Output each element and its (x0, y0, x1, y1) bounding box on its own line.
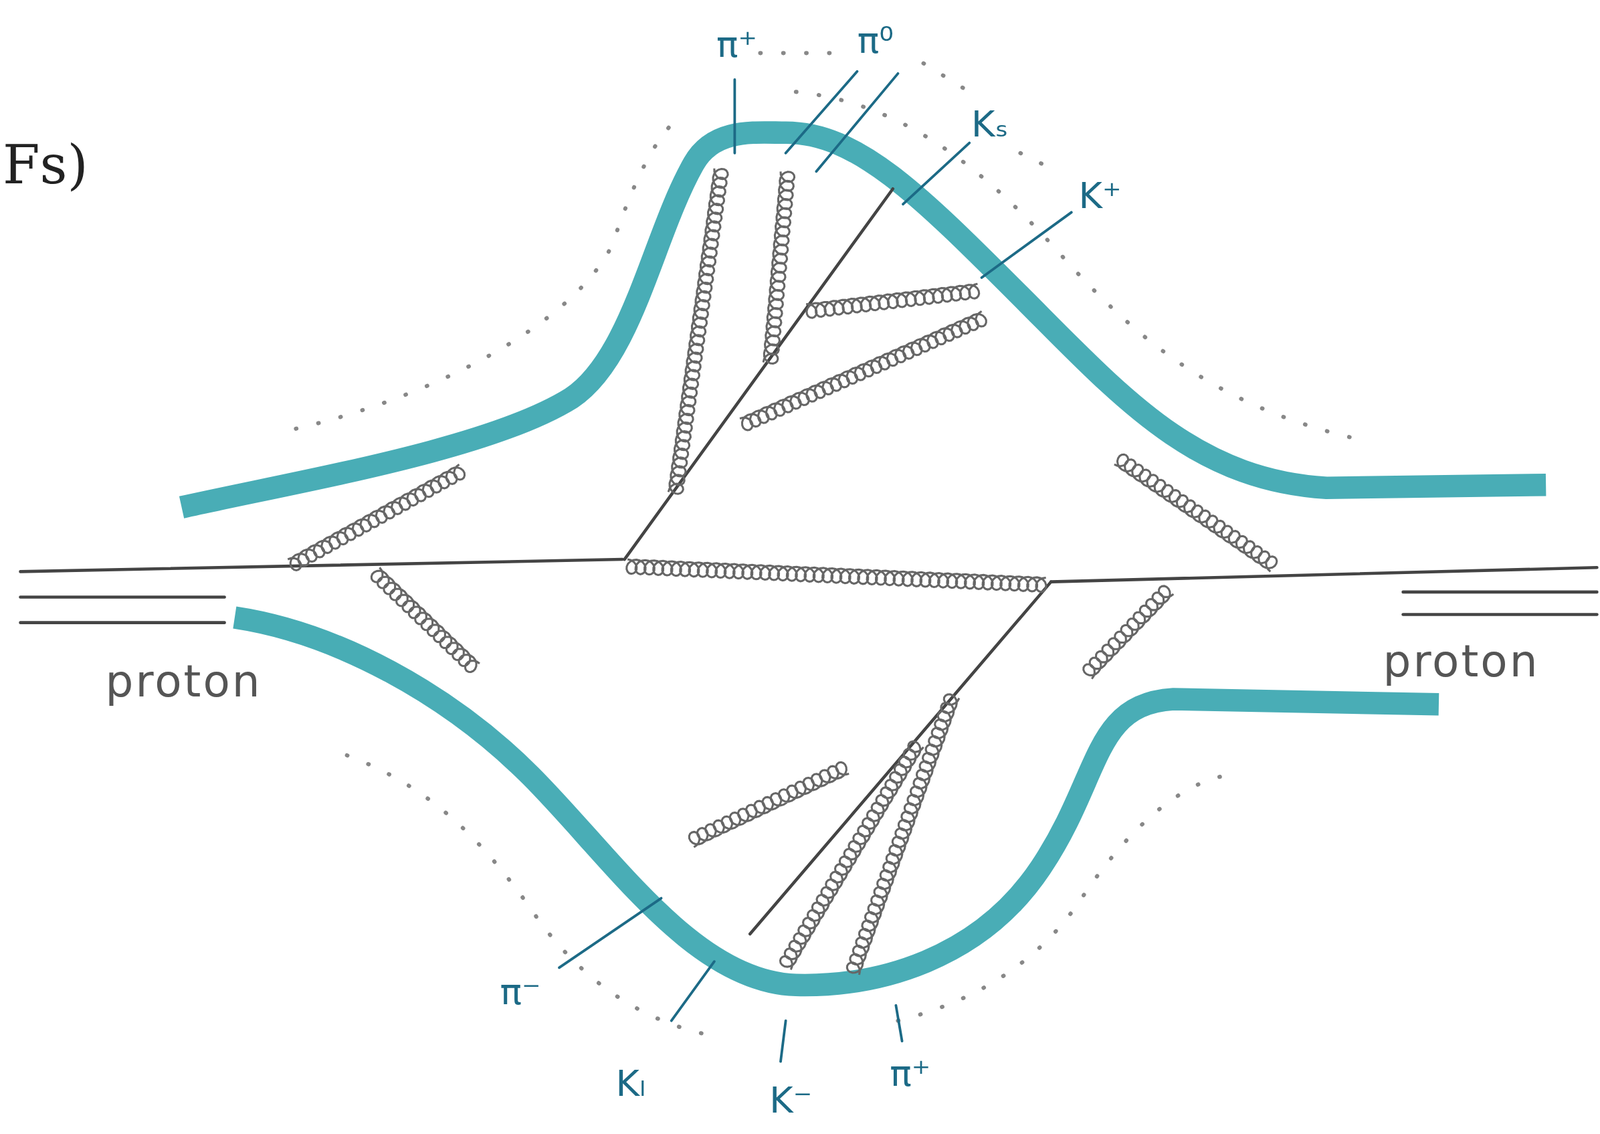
gluon (371, 567, 480, 672)
gluon (779, 741, 924, 970)
hadron-label: K⁻ (769, 1082, 813, 1119)
gluon (806, 283, 980, 318)
hadron-label: Kₛ (971, 106, 1009, 143)
gluon (287, 464, 465, 570)
gluon (688, 761, 849, 847)
hadron-label: Kₗ (616, 1065, 646, 1102)
leader-lines (559, 71, 1072, 1062)
hadron-dots (295, 52, 1358, 1036)
gluon (626, 559, 1047, 592)
gluon (846, 694, 960, 975)
gluon (763, 171, 795, 364)
hadron-label: π⁺ (716, 26, 758, 63)
quark-lines (20, 188, 1598, 934)
gluon (1114, 454, 1277, 572)
hadron-label: π⁻ (500, 973, 542, 1011)
hadron-label: K⁺ (1078, 177, 1122, 215)
hadron-label: π⁺ (889, 1055, 931, 1092)
partial-heading: Fs) (2, 138, 89, 192)
colour-string (181, 132, 1547, 985)
beam-label: proton (105, 659, 263, 704)
beam-label: proton (1383, 639, 1540, 684)
gluon-lines (287, 168, 1277, 975)
gluon (739, 311, 986, 431)
hadron-label: π⁰ (857, 22, 894, 59)
gluon (1083, 585, 1174, 679)
gluon (668, 168, 728, 495)
